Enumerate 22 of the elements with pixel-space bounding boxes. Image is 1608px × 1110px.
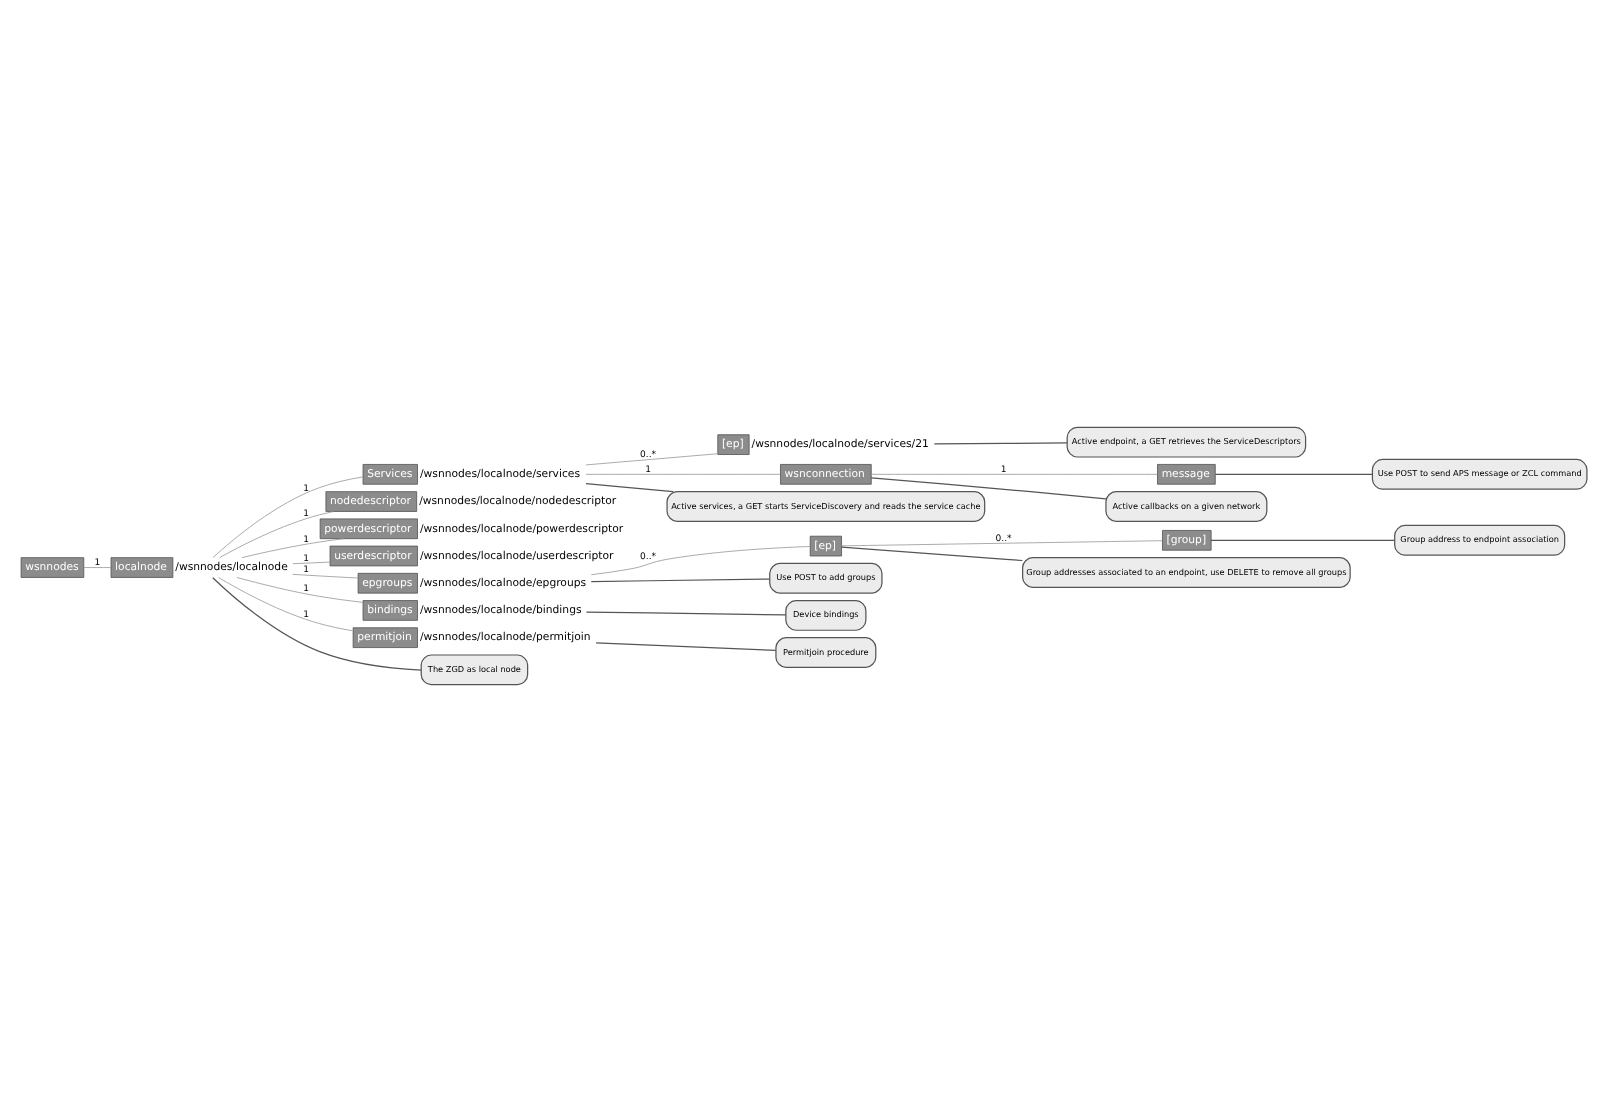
connector	[590, 545, 811, 575]
connector	[585, 472, 781, 474]
connector	[595, 641, 777, 651]
connector	[292, 572, 359, 578]
connector	[590, 577, 771, 582]
connector	[585, 610, 787, 615]
connector	[212, 475, 364, 557]
connector	[871, 472, 1158, 474]
connector	[841, 545, 1023, 561]
connector	[870, 476, 1107, 499]
connector	[241, 537, 345, 558]
connector	[1210, 538, 1396, 540]
connector	[83, 566, 112, 567]
connector	[933, 441, 1068, 444]
connector	[218, 576, 353, 631]
connector	[292, 560, 330, 564]
connector	[1214, 472, 1373, 474]
connector	[236, 576, 363, 602]
connector	[585, 452, 718, 465]
connector	[841, 539, 1163, 546]
connector	[585, 482, 674, 492]
connector	[219, 510, 335, 557]
